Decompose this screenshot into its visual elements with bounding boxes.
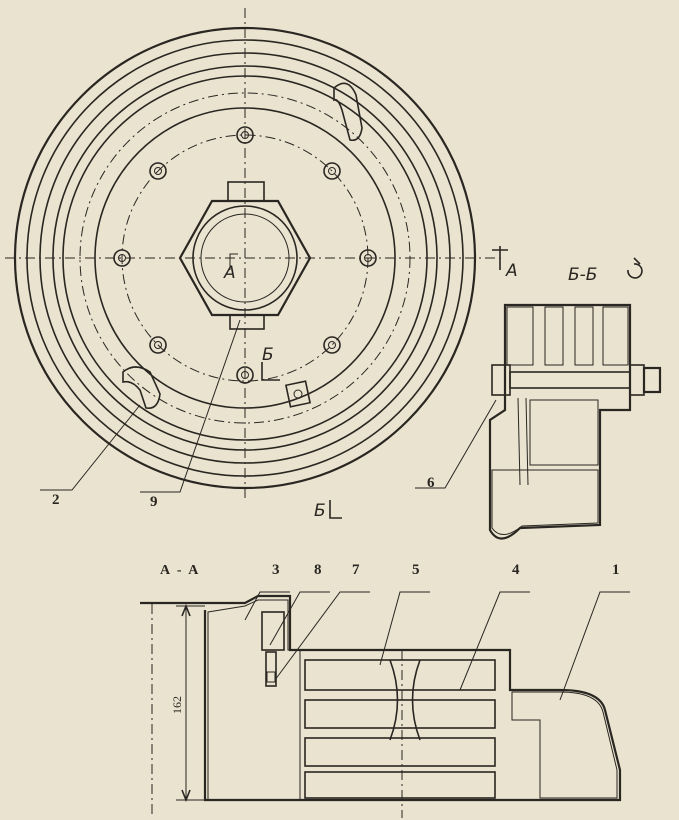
bolt-hole — [149, 162, 167, 180]
bolt-head — [491, 364, 511, 396]
pin-6-edge — [525, 397, 529, 486]
pin-6 — [517, 397, 521, 486]
leader-part-2 — [40, 404, 141, 491]
section-bb-layer-2 — [544, 306, 564, 366]
bolt-hole — [236, 366, 254, 384]
lamination-stack — [304, 659, 496, 799]
part-label-9: 9 — [150, 494, 158, 510]
lamination-rib — [389, 659, 421, 741]
bolt-nut — [642, 366, 662, 394]
rotation-symbol-icon — [627, 257, 643, 279]
part-label-1: 1 — [612, 562, 620, 578]
section-aa-title: A - A — [160, 563, 200, 578]
section-bb-lower-block — [529, 399, 599, 466]
section-bb-layer-1 — [506, 306, 534, 366]
bolt-hole — [323, 162, 341, 180]
lamination-layer-2 — [304, 699, 496, 729]
leader-part-1 — [559, 591, 630, 701]
dimension-label-162: 162 — [170, 696, 184, 714]
part-label-7: 7 — [352, 562, 360, 578]
bore-outer — [192, 205, 298, 311]
clamp-slot-top — [333, 82, 363, 142]
bolt-shank — [509, 371, 631, 389]
clamp-slot-bottom — [122, 366, 161, 410]
section-bb-layer-4 — [602, 306, 629, 366]
bolt-pitch-circle — [121, 134, 369, 382]
section-b-arrow-bottom — [329, 500, 342, 519]
bolt-hole — [323, 336, 341, 354]
lamination-layer-4 — [304, 771, 496, 799]
section-bb-body — [488, 303, 632, 540]
leader-part-6 — [415, 399, 497, 489]
locking-pin-hole — [293, 389, 303, 399]
lamination-layer-3 — [304, 737, 496, 767]
slot-pitch-circle — [79, 92, 411, 424]
bolt-holes — [113, 126, 377, 384]
leader-part-7 — [274, 591, 370, 681]
part-7-pin — [265, 651, 277, 687]
section-b-mark-bottom: Б — [314, 501, 326, 521]
part-label-8: 8 — [314, 562, 322, 578]
leader-part-3 — [244, 591, 290, 621]
section-a-mark: А — [505, 261, 518, 281]
rim-ring-2 — [26, 39, 464, 477]
part-3-body — [207, 599, 301, 801]
part-label-6: 6 — [427, 475, 435, 491]
part-7-pin-tip — [266, 671, 276, 683]
dimension-arrows — [181, 603, 191, 803]
bolt-hole — [149, 336, 167, 354]
section-bb-title: Б-Б — [568, 265, 597, 285]
part-8-insert — [261, 611, 285, 651]
section-bb-layer-3 — [574, 306, 594, 366]
bore-inner — [200, 213, 290, 303]
section-a-arrow — [492, 246, 508, 270]
section-aa-view: A - A 162 3 8 — [140, 562, 630, 818]
outer-rim — [13, 26, 477, 490]
section-aa-outline — [140, 594, 622, 802]
hex-nut — [178, 199, 312, 317]
part-label-5: 5 — [412, 562, 420, 578]
locking-pin — [284, 380, 312, 408]
lamination-layer-1 — [304, 659, 496, 691]
rim-ring-4 — [52, 65, 438, 451]
rim-ring-5 — [62, 75, 428, 441]
part-1-ring — [511, 691, 618, 799]
inner-disc — [94, 107, 396, 409]
section-bb-base — [491, 469, 599, 535]
plan-view: А Б Б А 2 9 — [5, 8, 518, 521]
leader-part-5 — [379, 591, 430, 666]
section-b-arrow-top — [261, 362, 280, 381]
leader-part-9 — [140, 319, 241, 493]
section-b-mark-top: Б — [262, 345, 274, 365]
part-label-2: 2 — [52, 492, 60, 508]
section-bb-view: Б-Б 6 — [415, 257, 662, 540]
leader-part-4 — [459, 591, 530, 691]
bolt-washer — [629, 364, 645, 396]
leader-part-8 — [269, 591, 330, 646]
part-label-3: 3 — [272, 562, 280, 578]
rim-ring-3 — [39, 52, 451, 464]
section-a-center-mark — [229, 253, 238, 270]
bolt-hole — [236, 126, 254, 144]
bolt-hole — [113, 249, 131, 267]
part-label-4: 4 — [512, 562, 520, 578]
center-label: А — [223, 263, 236, 283]
nut-bottom-tab — [229, 314, 265, 330]
nut-top-tab — [227, 181, 265, 202]
bolt-hole — [359, 249, 377, 267]
